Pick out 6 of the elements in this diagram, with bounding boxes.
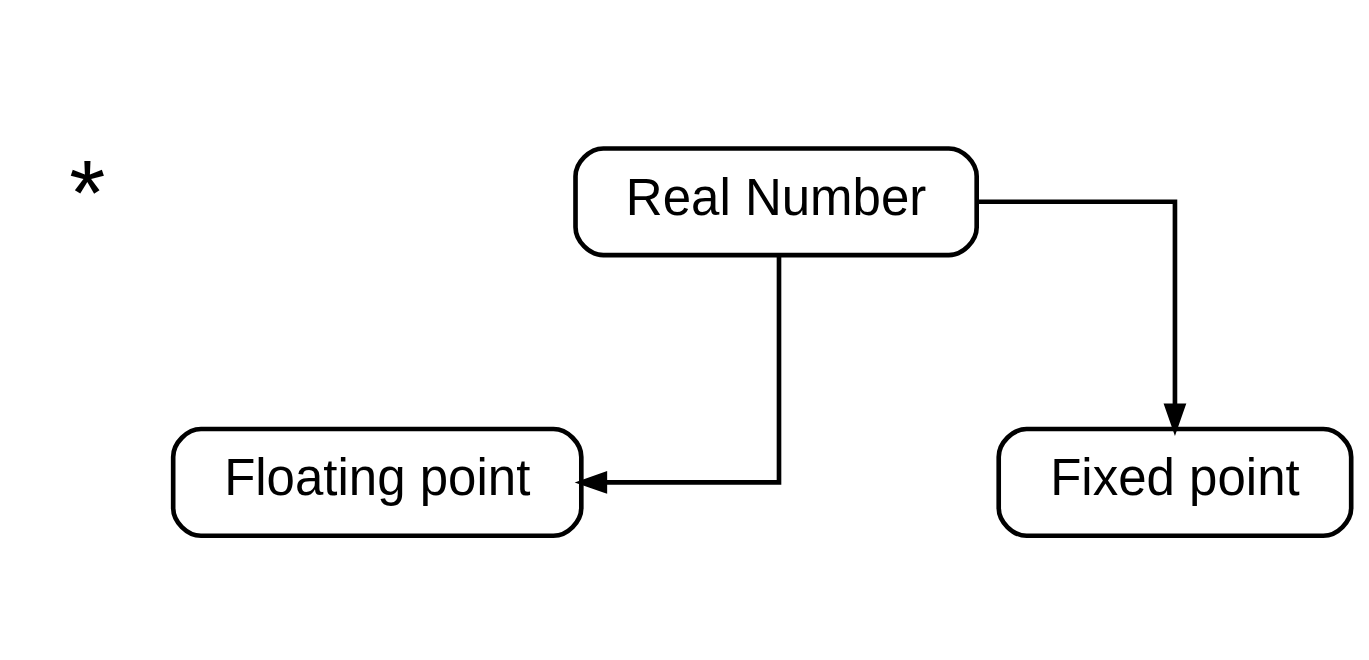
node-box: Real Number: [573, 145, 979, 257]
arrow: [574, 254, 782, 494]
node-box: Floating point: [170, 426, 584, 538]
node-box: Fixed point: [996, 426, 1354, 538]
label: *: [69, 140, 106, 245]
arrow: [976, 199, 1187, 436]
